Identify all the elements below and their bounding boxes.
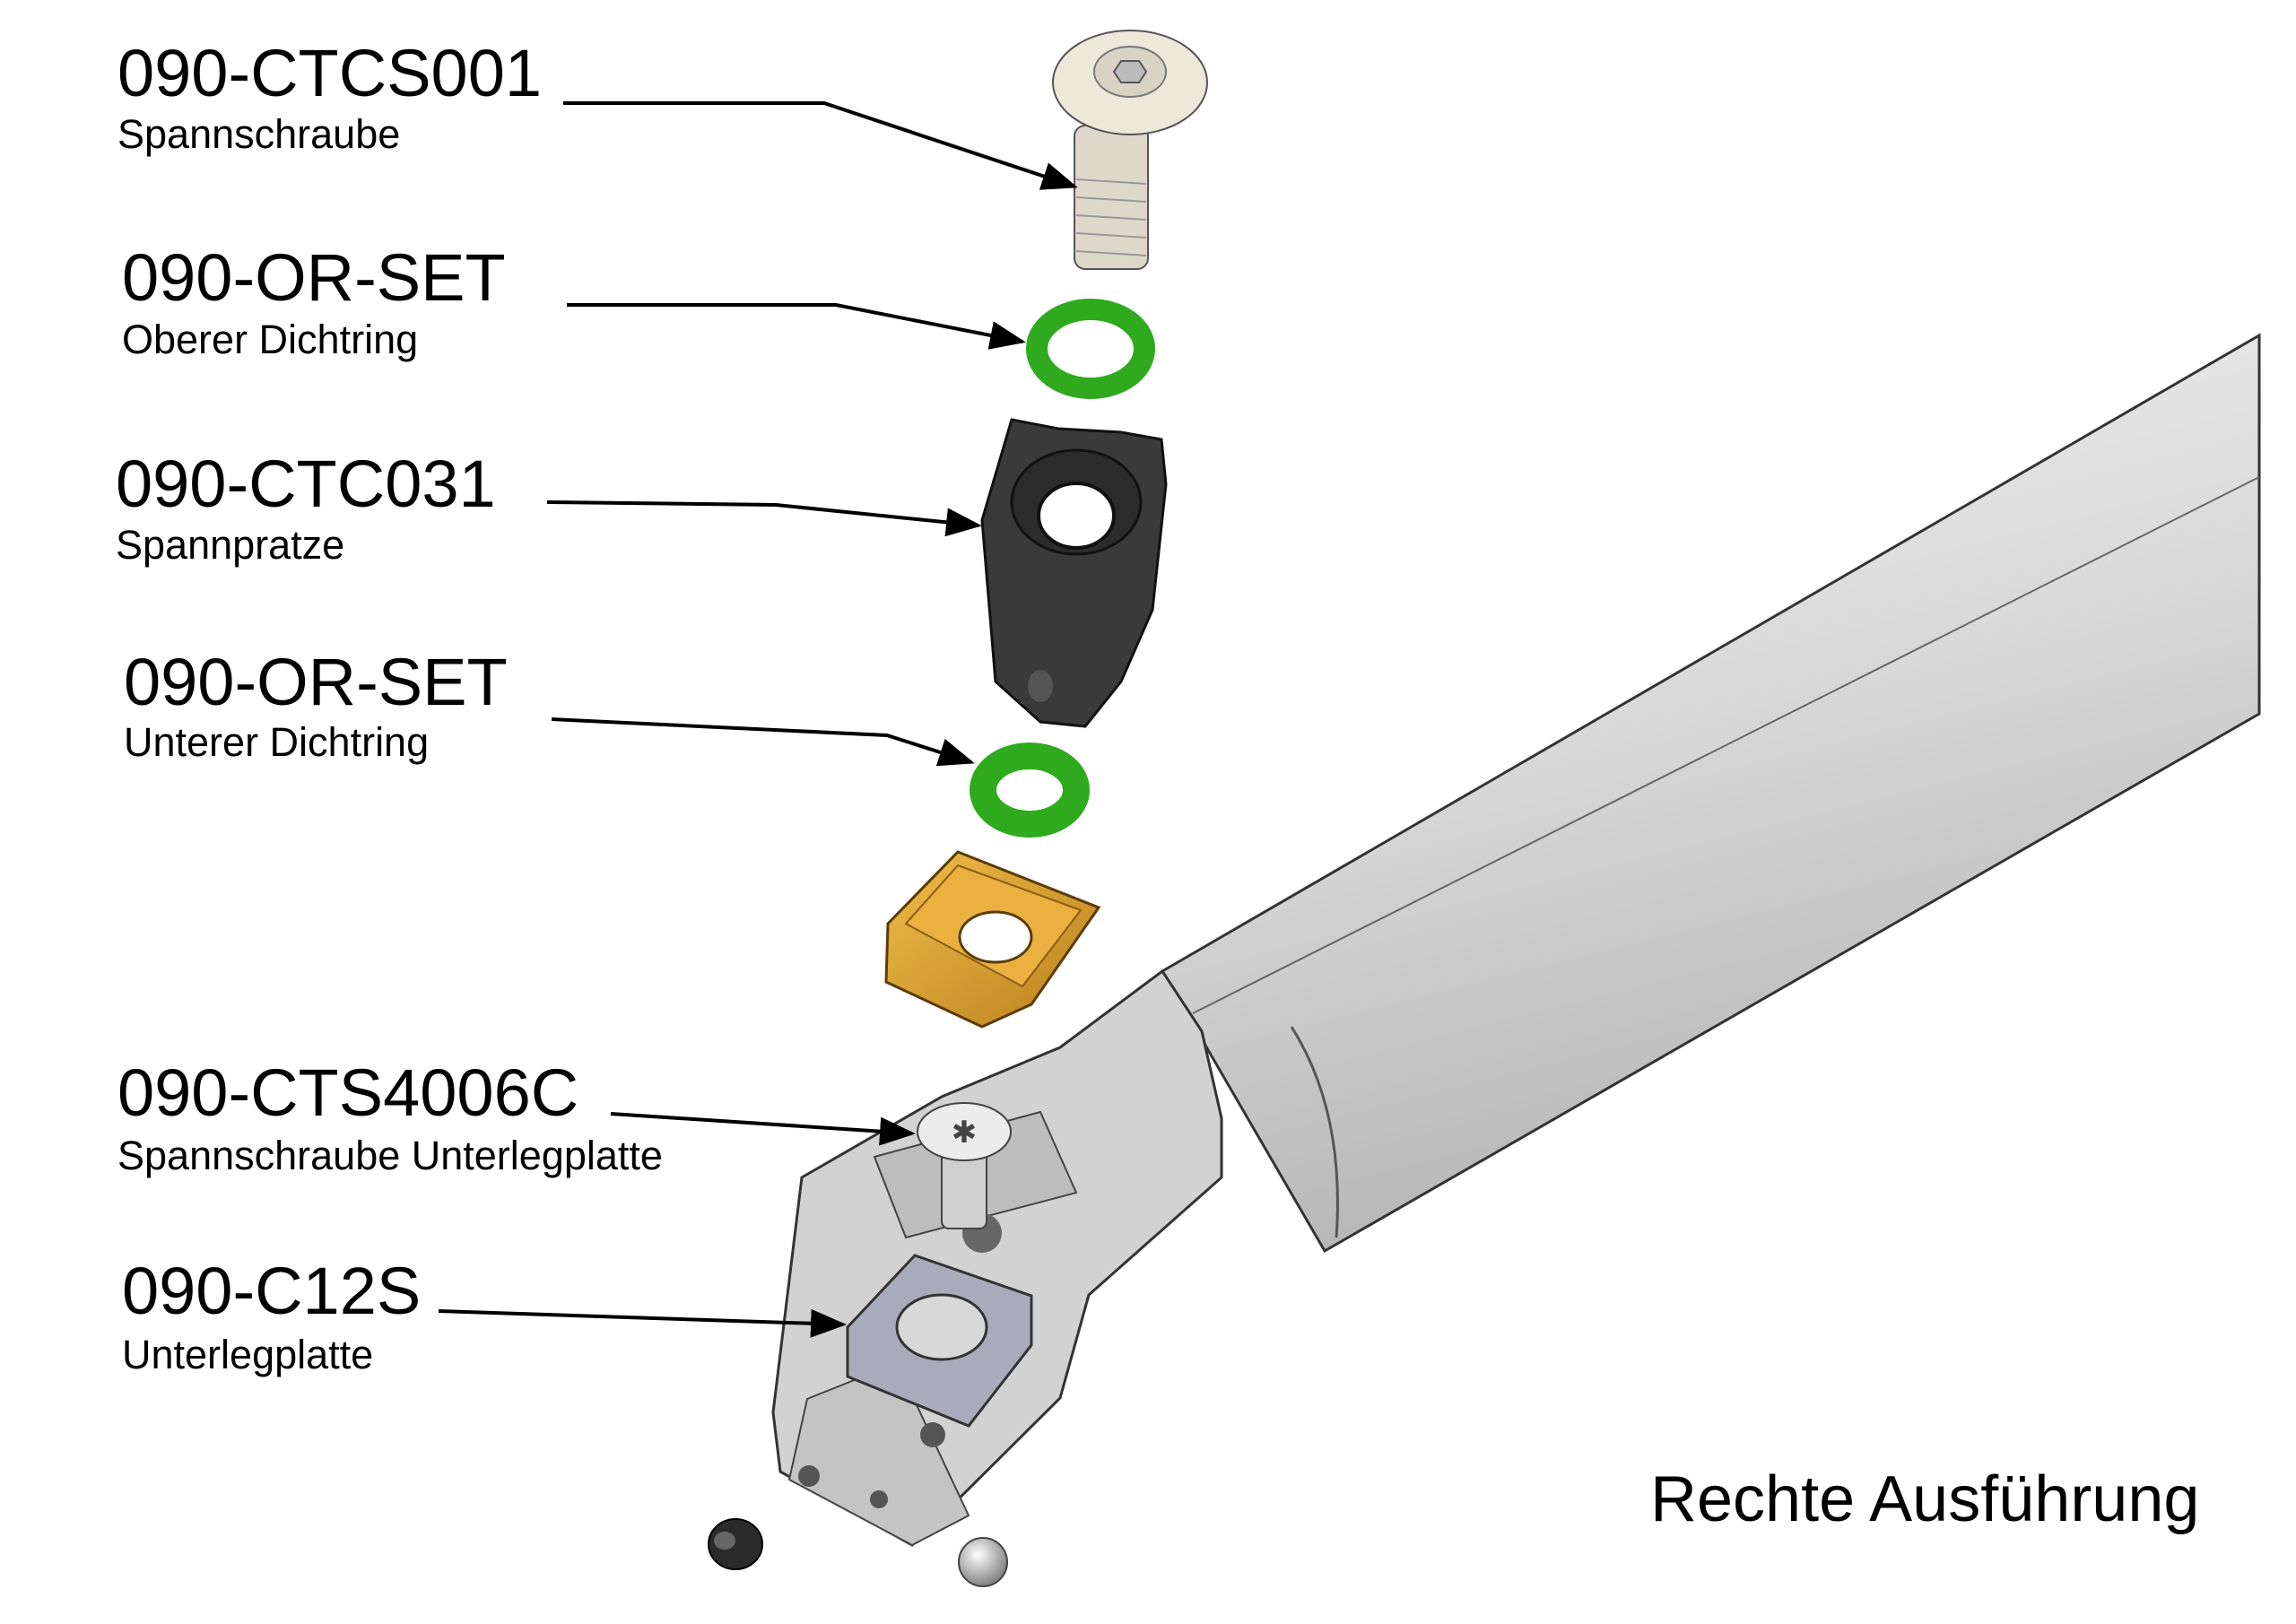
description-upper-o-ring: Oberer Dichtring bbox=[122, 317, 419, 362]
leader-line-clamp bbox=[546, 500, 982, 537]
leader-line-upper-o-ring bbox=[567, 303, 1026, 350]
leader-line-lower-o-ring bbox=[551, 717, 975, 767]
set-screw bbox=[708, 1518, 763, 1570]
variant-label: Rechte Ausführung bbox=[1650, 1463, 2200, 1535]
clamp bbox=[980, 418, 1168, 728]
lower-o-ring bbox=[970, 743, 1090, 838]
shim bbox=[846, 1254, 1033, 1447]
shim-screw: ✱ bbox=[917, 1102, 1012, 1229]
description-shim: Unterlegplatte bbox=[122, 1332, 374, 1377]
svg-text:✱: ✱ bbox=[952, 1115, 978, 1151]
upper-o-ring bbox=[1026, 299, 1155, 399]
part-number-shim-screw: 090-CTS4006C bbox=[117, 1055, 579, 1130]
description-lower-o-ring: Unterer Dichtring bbox=[124, 719, 430, 765]
description-clamp-screw: Spannschraube bbox=[117, 111, 401, 157]
leader-line-shim bbox=[438, 1308, 847, 1338]
leader-line-shim-screw bbox=[610, 1112, 916, 1146]
part-number-clamp-screw: 090-CTCS001 bbox=[117, 36, 543, 110]
part-number-clamp: 090-CTC031 bbox=[116, 447, 496, 521]
steel-ball bbox=[958, 1537, 1008, 1587]
part-number-upper-o-ring: 090-OR-SET bbox=[122, 240, 506, 315]
leader-line-clamp-screw bbox=[563, 101, 1078, 190]
part-number-shim: 090-C12S bbox=[122, 1254, 422, 1328]
cutting-insert bbox=[884, 850, 1101, 1029]
part-number-lower-o-ring: 090-OR-SET bbox=[124, 645, 508, 719]
description-clamp: Spannpratze bbox=[116, 522, 345, 568]
description-shim-screw: Spannschraube Unterlegplatte bbox=[117, 1133, 663, 1178]
clamp-screw bbox=[1052, 30, 1208, 270]
